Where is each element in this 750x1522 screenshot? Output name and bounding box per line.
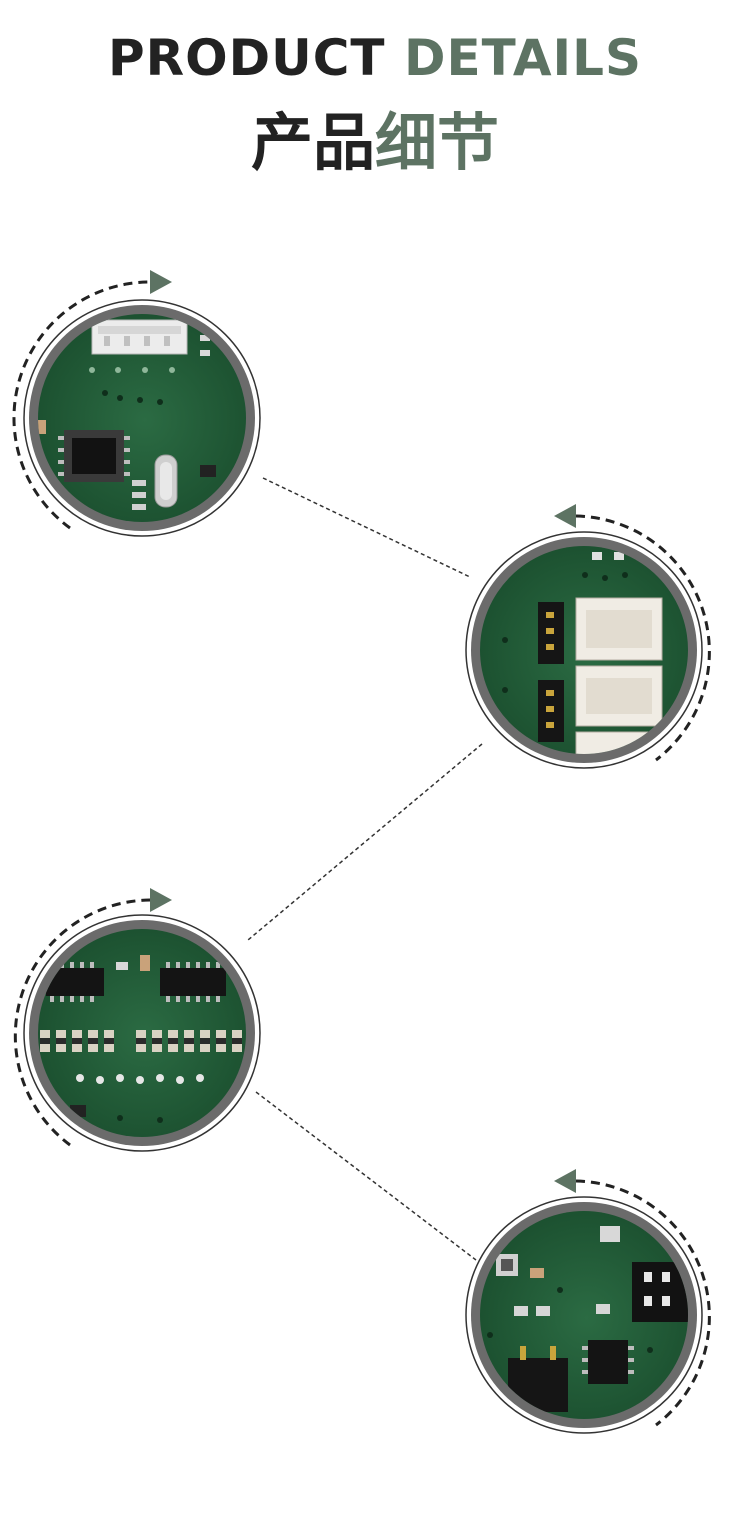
title-en-part-accent: DETAILS xyxy=(403,29,643,87)
detail-circle-4 xyxy=(465,1169,711,1434)
connector-line-3 xyxy=(255,1091,477,1261)
dashed-arc-2 xyxy=(575,514,711,762)
arrow-left-icon xyxy=(554,504,576,528)
title-en-part-dark: PRODUCT xyxy=(107,29,404,87)
detail-circle-2 xyxy=(465,504,711,769)
arrow-right-icon xyxy=(150,888,172,912)
title-zh-part-accent: 细节 xyxy=(375,106,500,179)
dashed-arc-3 xyxy=(13,898,151,1147)
connector-line-2 xyxy=(247,743,483,941)
arrow-left-icon xyxy=(554,1169,576,1193)
detail-circle-1 xyxy=(12,270,261,537)
dashed-arc-1 xyxy=(12,280,151,530)
dashed-arc-4 xyxy=(575,1179,711,1427)
detail-circle-3 xyxy=(13,888,261,1152)
title-zh-part-dark: 产品 xyxy=(250,106,375,179)
arrow-right-icon xyxy=(150,270,172,294)
title-chinese: 产品细节 xyxy=(0,106,750,180)
connector-line-1 xyxy=(262,477,471,578)
title-english: PRODUCT DETAILS xyxy=(0,28,750,88)
